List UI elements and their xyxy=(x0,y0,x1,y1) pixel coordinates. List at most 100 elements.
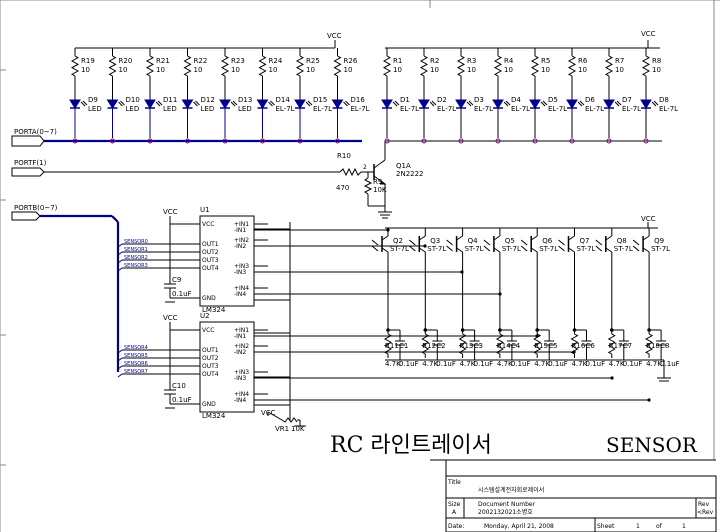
sensor-net-label: SENSOR5 xyxy=(124,353,148,359)
led-type: EL-7L xyxy=(437,105,456,113)
photo-type: ST-7L xyxy=(465,245,484,253)
pin-in: -IN4 xyxy=(234,291,246,298)
vr-ref: VR1 xyxy=(275,425,289,433)
cap-ref: C7 xyxy=(623,342,632,350)
sensor-net-label: SENSOR2 xyxy=(124,255,148,261)
photo-type: ST-7L xyxy=(614,245,633,253)
cap-ref: C5 xyxy=(548,342,557,350)
opamp-part: LM324 xyxy=(202,306,226,314)
resistor-value: 10 xyxy=(615,66,624,74)
sensor-net-label: SENSOR0 xyxy=(124,239,148,245)
photo-ref: Q8 xyxy=(617,237,627,245)
sensor-net-label: SENSOR6 xyxy=(124,361,148,367)
led-type: EL-7L xyxy=(659,105,678,113)
pin-vcc: VCC xyxy=(202,327,214,334)
portb-label: PORTB(0~7) xyxy=(14,204,58,212)
decoupling-cap-ref: C10 xyxy=(172,382,186,390)
resistor-ref: R3 xyxy=(467,57,476,65)
r9-value: 10K xyxy=(373,186,387,194)
led-type: LED xyxy=(126,105,140,113)
resistor-value: 10 xyxy=(194,66,203,74)
decoupling-cap-value: 0.1uF xyxy=(172,396,192,404)
photo-type: ST-7L xyxy=(651,245,670,253)
photo-ref: Q4 xyxy=(468,237,479,245)
load-ref: R12 xyxy=(422,342,436,350)
sheet-label: Sheet xyxy=(597,523,615,530)
resistor-ref: R7 xyxy=(615,57,624,65)
portb-bus xyxy=(40,214,120,372)
led-type: EL-7L xyxy=(622,105,641,113)
resistor-ref: R20 xyxy=(119,57,133,65)
led-ref: D7 xyxy=(622,96,632,104)
pin-out: OUT1 xyxy=(202,241,219,248)
cap-ref: C4 xyxy=(511,342,521,350)
decoupling-cap-value: 0.1uF xyxy=(172,290,192,298)
resistor-ref: R21 xyxy=(156,57,170,65)
led-ref: D11 xyxy=(163,96,177,104)
pin-in: +IN2 xyxy=(234,343,249,350)
led-ref: D4 xyxy=(511,96,521,104)
resistor-ref: R25 xyxy=(306,57,320,65)
pin-in: +IN3 xyxy=(234,369,249,376)
portb-port[interactable]: PORTB(0~7) xyxy=(11,204,58,221)
sensor-net-label: SENSOR7 xyxy=(124,369,148,375)
pin-out: OUT2 xyxy=(202,355,219,362)
decoupling-cap-ref: C9 xyxy=(172,276,181,284)
vcc-label-left: VCC xyxy=(327,32,342,40)
comparator-u2: U2LM324VCCGNDOUT1SENSOR4OUT2SENSOR5OUT3S… xyxy=(122,312,651,420)
resistor-ref: R8 xyxy=(652,57,661,65)
resistor-value: 10 xyxy=(467,66,476,74)
led-ref: D13 xyxy=(238,96,252,104)
photo-type: ST-7L xyxy=(390,245,409,253)
load-value: 4.7K xyxy=(534,360,550,368)
cap-value: 0.1uF xyxy=(586,360,606,368)
opamp-part: LM324 xyxy=(202,412,226,420)
led-type: EL-7L xyxy=(276,105,295,113)
photo-type: ST-7L xyxy=(502,245,521,253)
led-array-right: VCC R110D1EL-7LR210D2EL-7LR310D3EL-7LR41… xyxy=(381,30,678,160)
r10-ref: R10 xyxy=(337,152,351,160)
led-type: EL-7L xyxy=(548,105,567,113)
r9-ref: R9 xyxy=(373,178,382,186)
sensor-net-label: SENSOR3 xyxy=(124,263,148,269)
pin-in: +IN1 xyxy=(234,221,249,228)
pin-out: OUT4 xyxy=(202,265,219,272)
pin-out: OUT4 xyxy=(202,371,219,378)
porta-port[interactable]: PORTA(0~7) xyxy=(11,128,57,147)
vcc-label-sensors: VCC xyxy=(641,215,656,223)
led-ref: D6 xyxy=(585,96,595,104)
load-value: 4.7K xyxy=(572,360,588,368)
load-ref: R11 xyxy=(385,342,399,350)
pin-in: -IN1 xyxy=(234,227,246,234)
pin-in: -IN2 xyxy=(234,243,246,250)
load-ref: R18 xyxy=(646,342,660,350)
load-value: 4.7K xyxy=(609,360,625,368)
resistor-value: 10 xyxy=(652,66,661,74)
portf-label: PORTF(1) xyxy=(14,159,47,167)
resistor-value: 10 xyxy=(269,66,278,74)
led-ref: D8 xyxy=(659,96,669,104)
resistor-ref: R6 xyxy=(578,57,588,65)
pin-out: OUT3 xyxy=(202,363,219,370)
cap-value: 0.1uF xyxy=(623,360,643,368)
of-label: of xyxy=(656,523,663,530)
banner-english: SENSOR xyxy=(606,433,698,457)
photo-ref: Q7 xyxy=(580,237,590,245)
portf-port[interactable]: PORTF(1) xyxy=(11,159,47,177)
pin-vcc: VCC xyxy=(202,221,214,228)
bias-network xyxy=(254,222,306,427)
